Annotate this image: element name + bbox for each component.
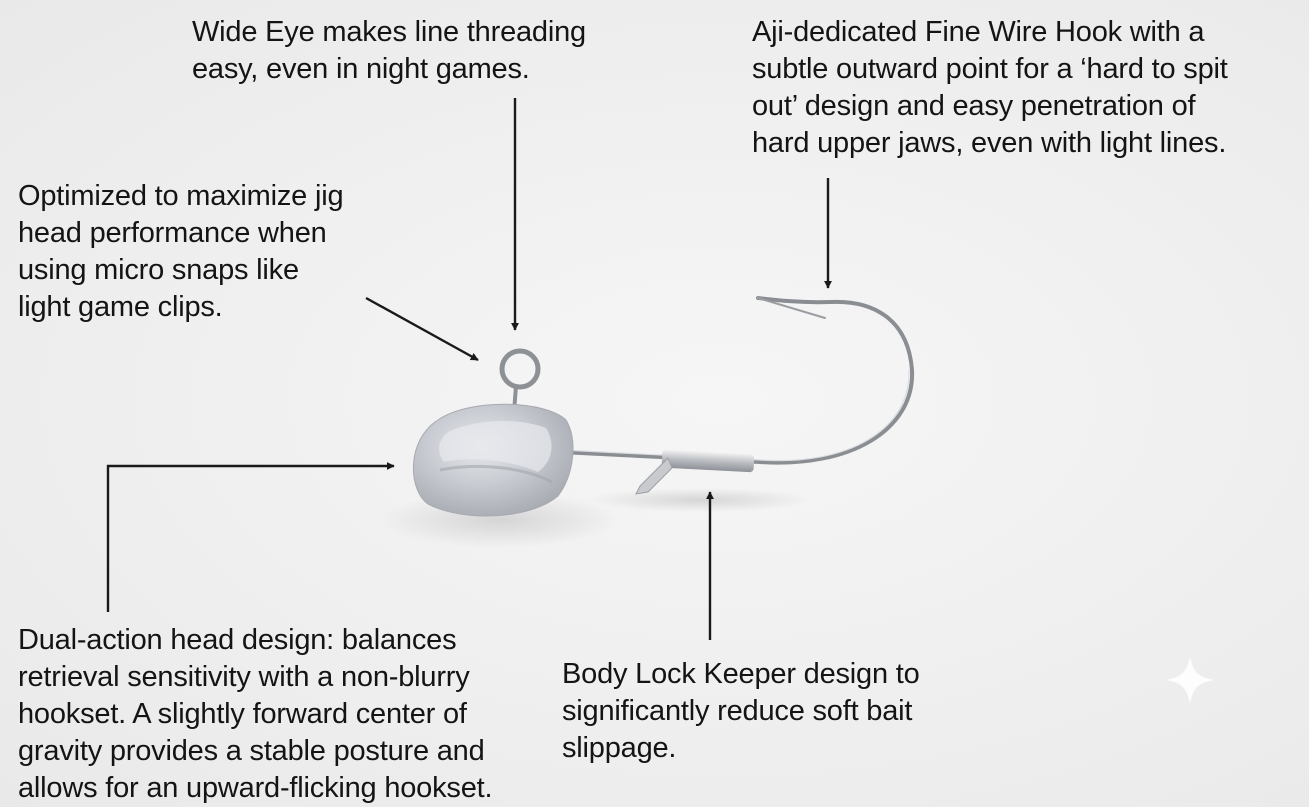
sparkle-icon [1166, 656, 1214, 704]
hook-point [757, 297, 826, 319]
callout-micro-snap: Optimized to maximize jig head performan… [18, 180, 344, 323]
callout-body-lock-keeper: Body Lock Keeper design to significantly… [562, 658, 920, 764]
callout-fine-wire-hook: Aji-dedicated Fine Wire Hook with a subt… [752, 16, 1228, 159]
hook-wire-highlight [561, 369, 910, 462]
jig-head-ridge [439, 420, 552, 472]
arrow-micro-snap [365, 296, 479, 362]
hook-shadow [590, 488, 810, 512]
callout-dual-action-head: Dual-action head design: balances retrie… [18, 624, 493, 804]
callout-wide-eye: Wide Eye makes line threading easy, even… [192, 16, 586, 85]
arrow-dual-action-head [106, 462, 395, 612]
keeper-barb [635, 457, 673, 495]
keeper-sleeve [661, 449, 755, 473]
hook-wire [558, 296, 915, 465]
line-eye [499, 348, 541, 390]
jig-head-groove [439, 464, 553, 484]
